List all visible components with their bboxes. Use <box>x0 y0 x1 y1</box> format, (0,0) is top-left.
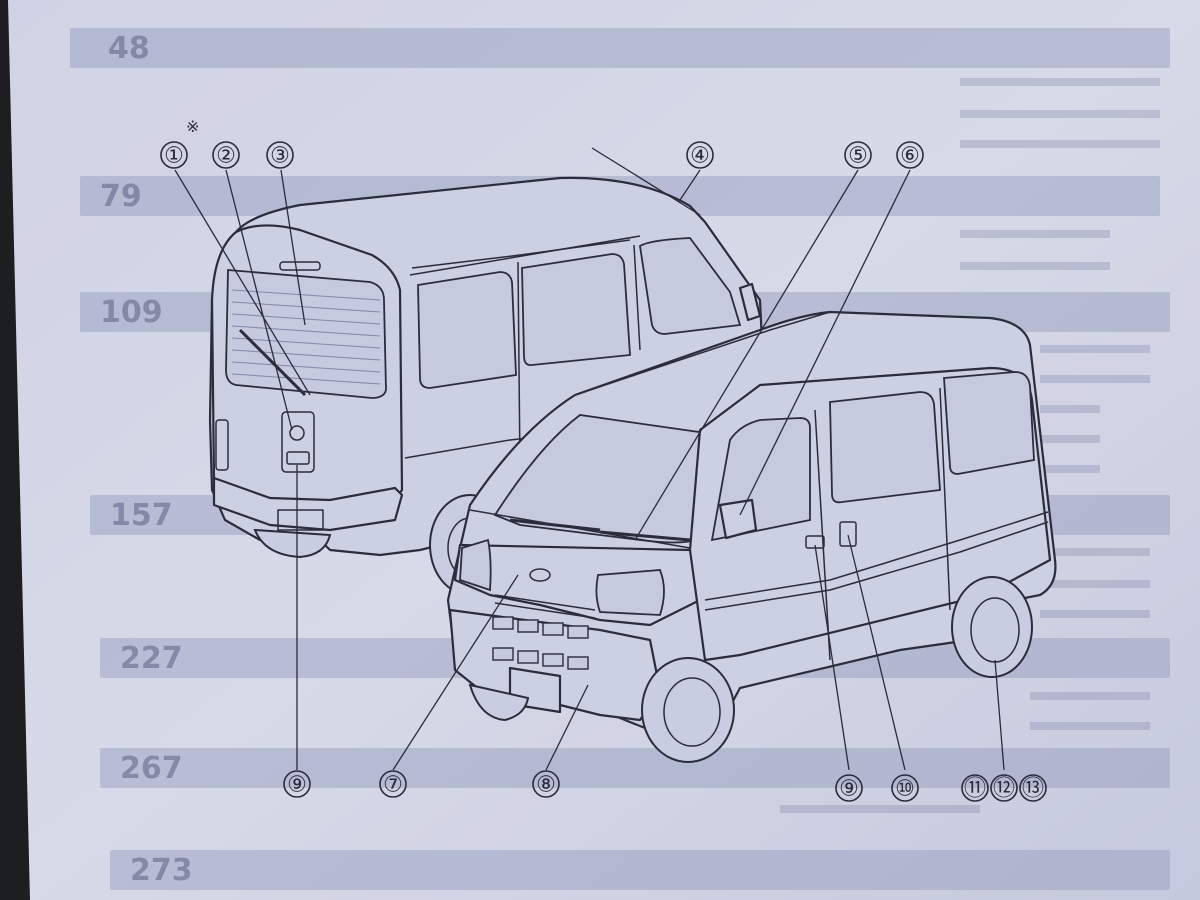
bg-section-number: 79 <box>100 179 142 214</box>
callout-9-rear-label: ⑨ <box>287 773 307 798</box>
callout-2-label: ② <box>216 144 236 169</box>
callout-13: ⑬ <box>1019 774 1047 802</box>
callout-3: ③ <box>266 141 294 169</box>
callout-1: ① ※ <box>160 117 199 169</box>
callout-6: ⑥ <box>896 141 924 169</box>
callout-1-label: ① <box>164 144 184 169</box>
callout-1-note-mark: ※ <box>186 117 199 136</box>
callout-13-label: ⑬ <box>1022 777 1044 802</box>
callout-11-label: ⑪ <box>964 777 986 802</box>
callout-12: ⑫ <box>990 774 1018 802</box>
callout-5-label: ⑤ <box>848 144 868 169</box>
callout-markers: ① ※ ② ③ ④ ⑤ ⑥ ⑨ ⑦ <box>160 117 1047 802</box>
callout-3-label: ③ <box>270 144 290 169</box>
callout-10: ⑩ <box>891 774 919 802</box>
callout-2: ② <box>212 141 240 169</box>
bg-section-number: 227 <box>120 641 183 676</box>
callout-11: ⑪ <box>961 774 989 802</box>
callout-9-front: ⑨ <box>835 774 863 802</box>
callout-4-label: ④ <box>690 144 710 169</box>
bg-section-number: 157 <box>110 498 173 533</box>
callout-9-front-label: ⑨ <box>839 777 859 802</box>
callout-6-label: ⑥ <box>900 144 920 169</box>
callout-9-rear: ⑨ <box>283 770 311 798</box>
front-van-illustration <box>446 310 1057 763</box>
callout-8: ⑧ <box>532 770 560 798</box>
bg-section-number: 273 <box>130 853 193 888</box>
leader-lines <box>174 147 1005 771</box>
bg-section-number: 109 <box>100 295 163 330</box>
callout-4: ④ <box>686 141 714 169</box>
bg-section-number: 267 <box>120 751 183 786</box>
callout-10-label: ⑩ <box>895 777 915 802</box>
callout-5: ⑤ <box>844 141 872 169</box>
callout-12-label: ⑫ <box>993 777 1015 802</box>
bg-section-number: 48 <box>108 31 150 66</box>
callout-7-label: ⑦ <box>383 773 403 798</box>
callout-7: ⑦ <box>379 770 407 798</box>
callout-8-label: ⑧ <box>536 773 556 798</box>
